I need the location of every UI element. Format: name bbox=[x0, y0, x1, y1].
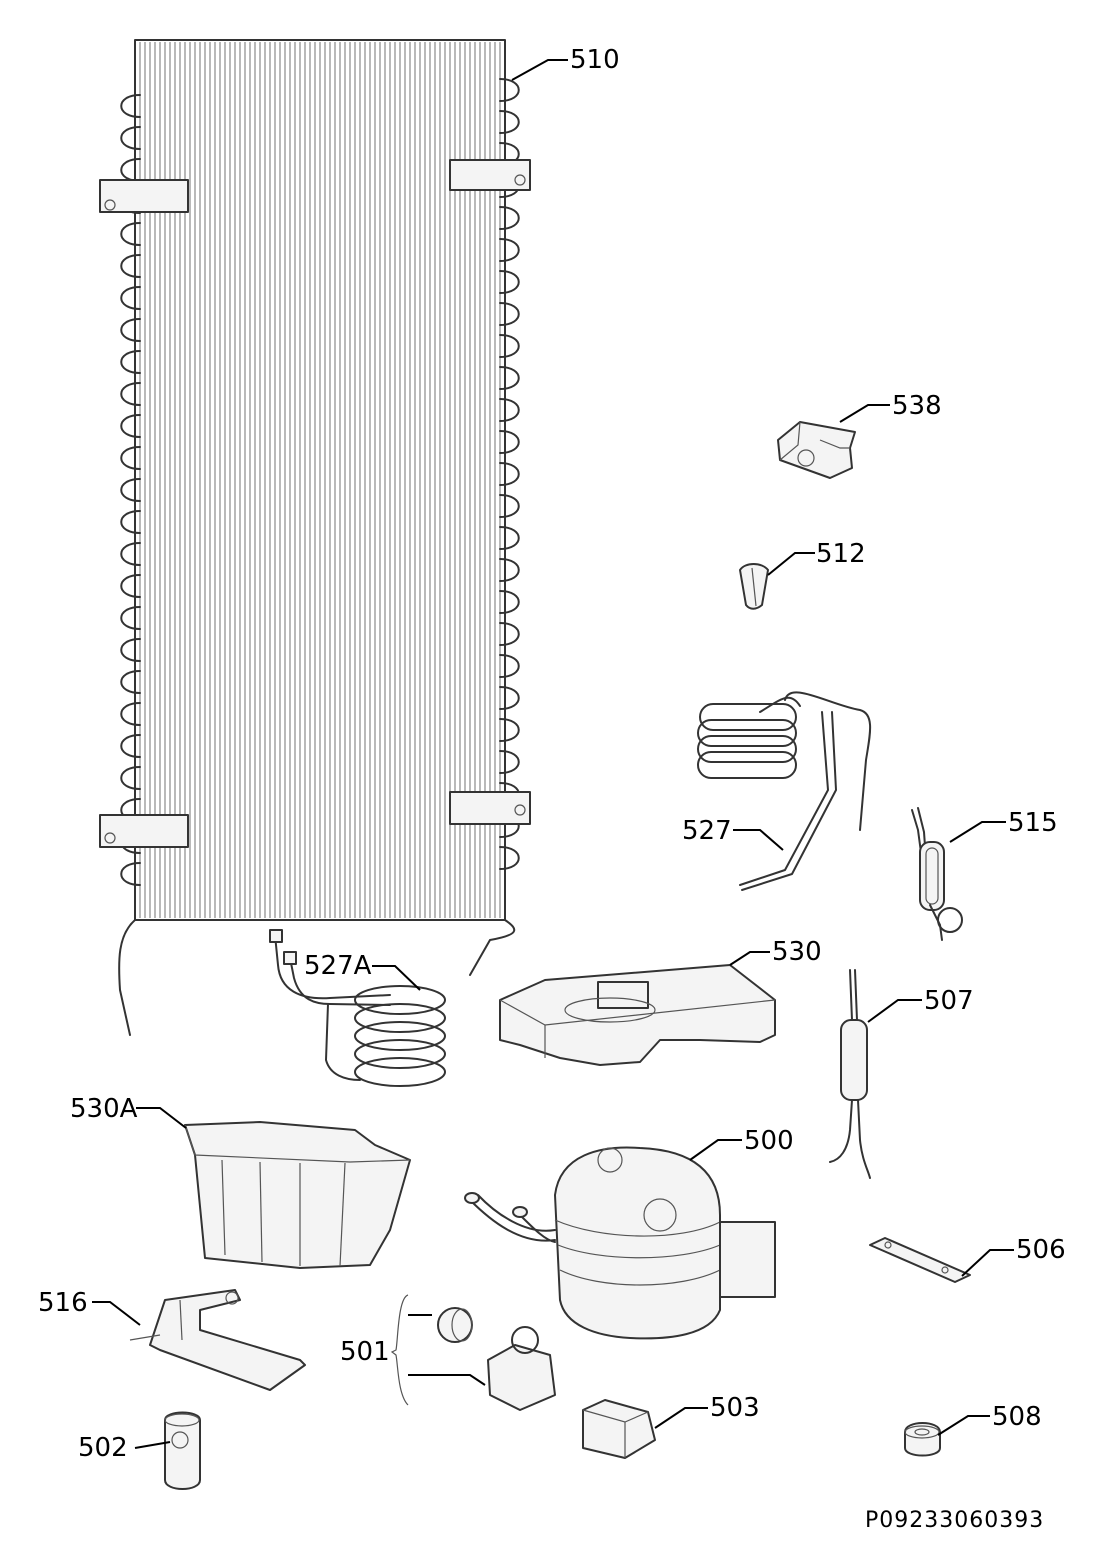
callout-530: 530 bbox=[772, 937, 822, 967]
condenser-tube-bend-right bbox=[499, 78, 520, 102]
condenser-tube-bend-right bbox=[499, 430, 520, 454]
heater-515 bbox=[911, 807, 963, 941]
leader-500 bbox=[689, 1139, 742, 1161]
condenser-bracket-bottom-right bbox=[449, 791, 531, 825]
condenser-tube-bend-left bbox=[120, 382, 141, 406]
callout-503: 503 bbox=[710, 1393, 760, 1423]
leader-527 bbox=[733, 829, 784, 851]
condenser-tube-bend-right bbox=[499, 334, 520, 358]
callout-506: 506 bbox=[1016, 1235, 1066, 1265]
overload-protector-503 bbox=[582, 1399, 656, 1459]
leader-530 bbox=[729, 951, 770, 966]
callout-510: 510 bbox=[570, 45, 620, 75]
leader-507 bbox=[867, 999, 922, 1023]
heat-exchanger-coil-527A bbox=[269, 929, 446, 1087]
condenser-tube-bend-left bbox=[120, 126, 141, 150]
condenser-grid bbox=[139, 42, 501, 918]
filter-drier-507 bbox=[829, 969, 871, 1179]
condenser-tube-bend-right bbox=[499, 558, 520, 582]
leader-527A bbox=[372, 965, 421, 991]
condenser-tube-bend-left bbox=[120, 734, 141, 758]
condenser-tube-bend-left bbox=[120, 670, 141, 694]
condenser-tube-bend-left bbox=[120, 702, 141, 726]
starter-relay-501 bbox=[390, 1294, 556, 1411]
condenser-bracket-top-left bbox=[99, 179, 189, 213]
condenser-tube-bend-left bbox=[120, 286, 141, 310]
condenser-tube-bend-right bbox=[499, 494, 520, 518]
condenser-tube-bend-left bbox=[120, 350, 141, 374]
callout-527A: 527A bbox=[304, 951, 372, 981]
condenser-tube-bend-left bbox=[120, 766, 141, 790]
condenser-tube-bend-left bbox=[120, 638, 141, 662]
condenser-tube-bend-right bbox=[499, 398, 520, 422]
capacitor-502 bbox=[164, 1411, 201, 1490]
leader-515 bbox=[949, 821, 1006, 843]
leader-503 bbox=[654, 1407, 708, 1429]
mounting-plate-506 bbox=[869, 1237, 971, 1283]
condenser-right-leg bbox=[469, 919, 516, 976]
compressor-500 bbox=[464, 1146, 776, 1340]
cable-holder-516 bbox=[129, 1289, 306, 1391]
condenser-tube-bend-right bbox=[499, 750, 520, 774]
leader-512 bbox=[767, 552, 815, 576]
callout-501: 501 bbox=[340, 1337, 390, 1367]
callout-502: 502 bbox=[78, 1433, 128, 1463]
condenser-tube-bend-left bbox=[120, 318, 141, 342]
leader-508 bbox=[937, 1415, 990, 1436]
clip-538 bbox=[777, 421, 856, 479]
callout-530A: 530A bbox=[70, 1094, 138, 1124]
condenser-tube-bend-left bbox=[120, 478, 141, 502]
capillary-tube-527 bbox=[697, 691, 872, 891]
leader-502 bbox=[134, 1441, 171, 1449]
condenser-bracket-top-right bbox=[449, 159, 531, 191]
condenser-tube-bend-right bbox=[499, 302, 520, 326]
condenser-tube-bend-left bbox=[120, 542, 141, 566]
condenser-tube-bend-right bbox=[499, 654, 520, 678]
leader-510 bbox=[511, 59, 568, 81]
condenser-tube-bend-right bbox=[499, 846, 520, 870]
callout-500: 500 bbox=[744, 1126, 794, 1156]
condenser-left-leg bbox=[118, 919, 136, 1036]
leader-530A bbox=[136, 1107, 187, 1129]
condenser-tube-bend-right bbox=[499, 366, 520, 390]
condenser-tube-bend-left bbox=[120, 606, 141, 630]
callout-538: 538 bbox=[892, 391, 942, 421]
grommet-508 bbox=[904, 1422, 941, 1457]
condenser-tube-bend-left bbox=[120, 574, 141, 598]
callout-507: 507 bbox=[924, 986, 974, 1016]
document-number: P09233060393 bbox=[865, 1508, 1044, 1533]
condenser-tube-bend-left bbox=[120, 862, 141, 886]
condenser-tube-bend-right bbox=[499, 270, 520, 294]
leader-538 bbox=[839, 404, 890, 423]
condenser-tube-bend-right bbox=[499, 718, 520, 742]
sleeve-512 bbox=[739, 563, 769, 610]
condenser-tube-bend-right bbox=[499, 206, 520, 230]
condenser-tube-bend-left bbox=[120, 414, 141, 438]
condenser-tube-bend-left bbox=[120, 446, 141, 470]
condenser-tube-bend-right bbox=[499, 526, 520, 550]
condenser-tube-bend-right bbox=[499, 462, 520, 486]
tray-530A bbox=[184, 1121, 411, 1269]
callout-527: 527 bbox=[682, 816, 732, 846]
condenser-tube-bend-right bbox=[499, 238, 520, 262]
condenser-tube-bend-right bbox=[499, 622, 520, 646]
callout-512: 512 bbox=[816, 539, 866, 569]
condenser-tube-bend-left bbox=[120, 158, 141, 182]
condenser-tube-bend-left bbox=[120, 510, 141, 534]
drip-tray-530 bbox=[499, 964, 776, 1066]
leader-516 bbox=[92, 1301, 141, 1326]
callout-516: 516 bbox=[38, 1288, 88, 1318]
condenser-tube-bend-right bbox=[499, 110, 520, 134]
condenser-tube-bend-right bbox=[499, 686, 520, 710]
condenser-tube-bend-left bbox=[120, 94, 141, 118]
condenser-510 bbox=[99, 39, 531, 1036]
condenser-tube-bend-left bbox=[120, 254, 141, 278]
callout-515: 515 bbox=[1008, 808, 1058, 838]
condenser-tube-bend-right bbox=[499, 590, 520, 614]
callout-508: 508 bbox=[992, 1402, 1042, 1432]
condenser-bracket-bottom-left bbox=[99, 814, 189, 848]
leader-506 bbox=[961, 1249, 1014, 1277]
condenser-tube-bend-left bbox=[120, 222, 141, 246]
